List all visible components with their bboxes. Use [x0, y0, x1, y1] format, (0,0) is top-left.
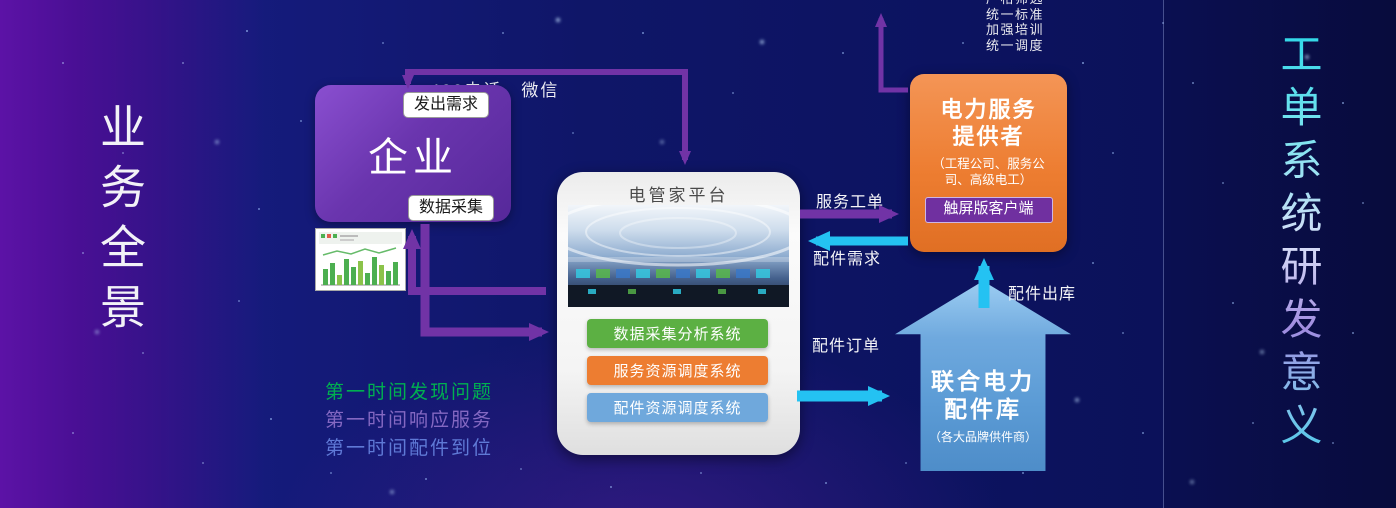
system-bar-label: 服务资源调度系统: [613, 363, 742, 380]
mini-chart-graphic: [316, 229, 405, 290]
enterprise-label: 企业: [368, 136, 458, 180]
tag-data-collect: 数据采集: [408, 195, 495, 221]
arrow-provider-to-notes: [875, 13, 908, 93]
left-title: 业务全景: [94, 103, 145, 343]
provider-subtitle: （工程公司、服务公司、高级电工）: [932, 157, 1045, 187]
left-purple-band: [0, 0, 265, 508]
warehouse-title-line1: 联合电力: [931, 368, 1035, 394]
provider-notes: 严格筛选 统一标准 加强培训 统一调度: [986, 0, 1044, 53]
system-bar-parts-dispatch: 配件资源调度系统: [587, 393, 768, 422]
label-parts-demand: 配件需求: [813, 251, 882, 268]
provider-box: 电力服务 提供者 （工程公司、服务公司、高级电工） 触屏版客户端: [910, 74, 1067, 252]
slogan-discover: 第一时间发现问题: [325, 382, 494, 403]
arrow-data-to-platform: [420, 224, 549, 341]
note-line: 统一调度: [986, 37, 1045, 53]
system-bar-label: 数据采集分析系统: [613, 326, 742, 343]
warehouse-title-line2: 配件库: [944, 396, 1022, 422]
right-panel-divider: [1163, 0, 1164, 508]
right-panel: [1163, 0, 1396, 508]
arrow-platform-to-enterprise: [403, 229, 546, 295]
note-line: 加强培训: [986, 22, 1045, 37]
label-parts-order: 配件订单: [812, 338, 881, 355]
slogan-parts-ready: 第一时间配件到位: [325, 438, 494, 459]
slogan-respond: 第一时间响应服务: [325, 410, 494, 431]
control-room-photo: [568, 205, 789, 307]
provider-title-line2: 提供者: [952, 124, 1025, 149]
note-line: 严格筛选: [986, 0, 1044, 7]
tag-send-demand: 发出需求: [403, 92, 490, 118]
touch-client-badge: 触屏版客户端: [924, 197, 1053, 223]
provider-title-line1: 电力服务: [940, 97, 1037, 122]
right-title: 工单系统研发意义: [1268, 32, 1329, 456]
warehouse-shape: 联合电力 配件库 （各大品牌供件商）: [895, 281, 1071, 471]
system-bar-data-analysis: 数据采集分析系统: [587, 319, 768, 348]
label-parts-outbound: 配件出库: [1008, 286, 1077, 303]
background-glow-dots: [0, 0, 4, 4]
label-service-order: 服务工单: [816, 194, 885, 211]
warehouse-subtitle: （各大品牌供件商）: [928, 430, 1037, 444]
note-line: 统一标准: [986, 6, 1045, 22]
system-bar-label: 配件资源调度系统: [613, 400, 742, 417]
platform-box: 电管家平台: [557, 172, 800, 455]
mini-dashboard-image: [315, 228, 406, 291]
platform-title: 电管家平台: [628, 186, 729, 205]
system-bar-service-dispatch: 服务资源调度系统: [587, 356, 768, 385]
